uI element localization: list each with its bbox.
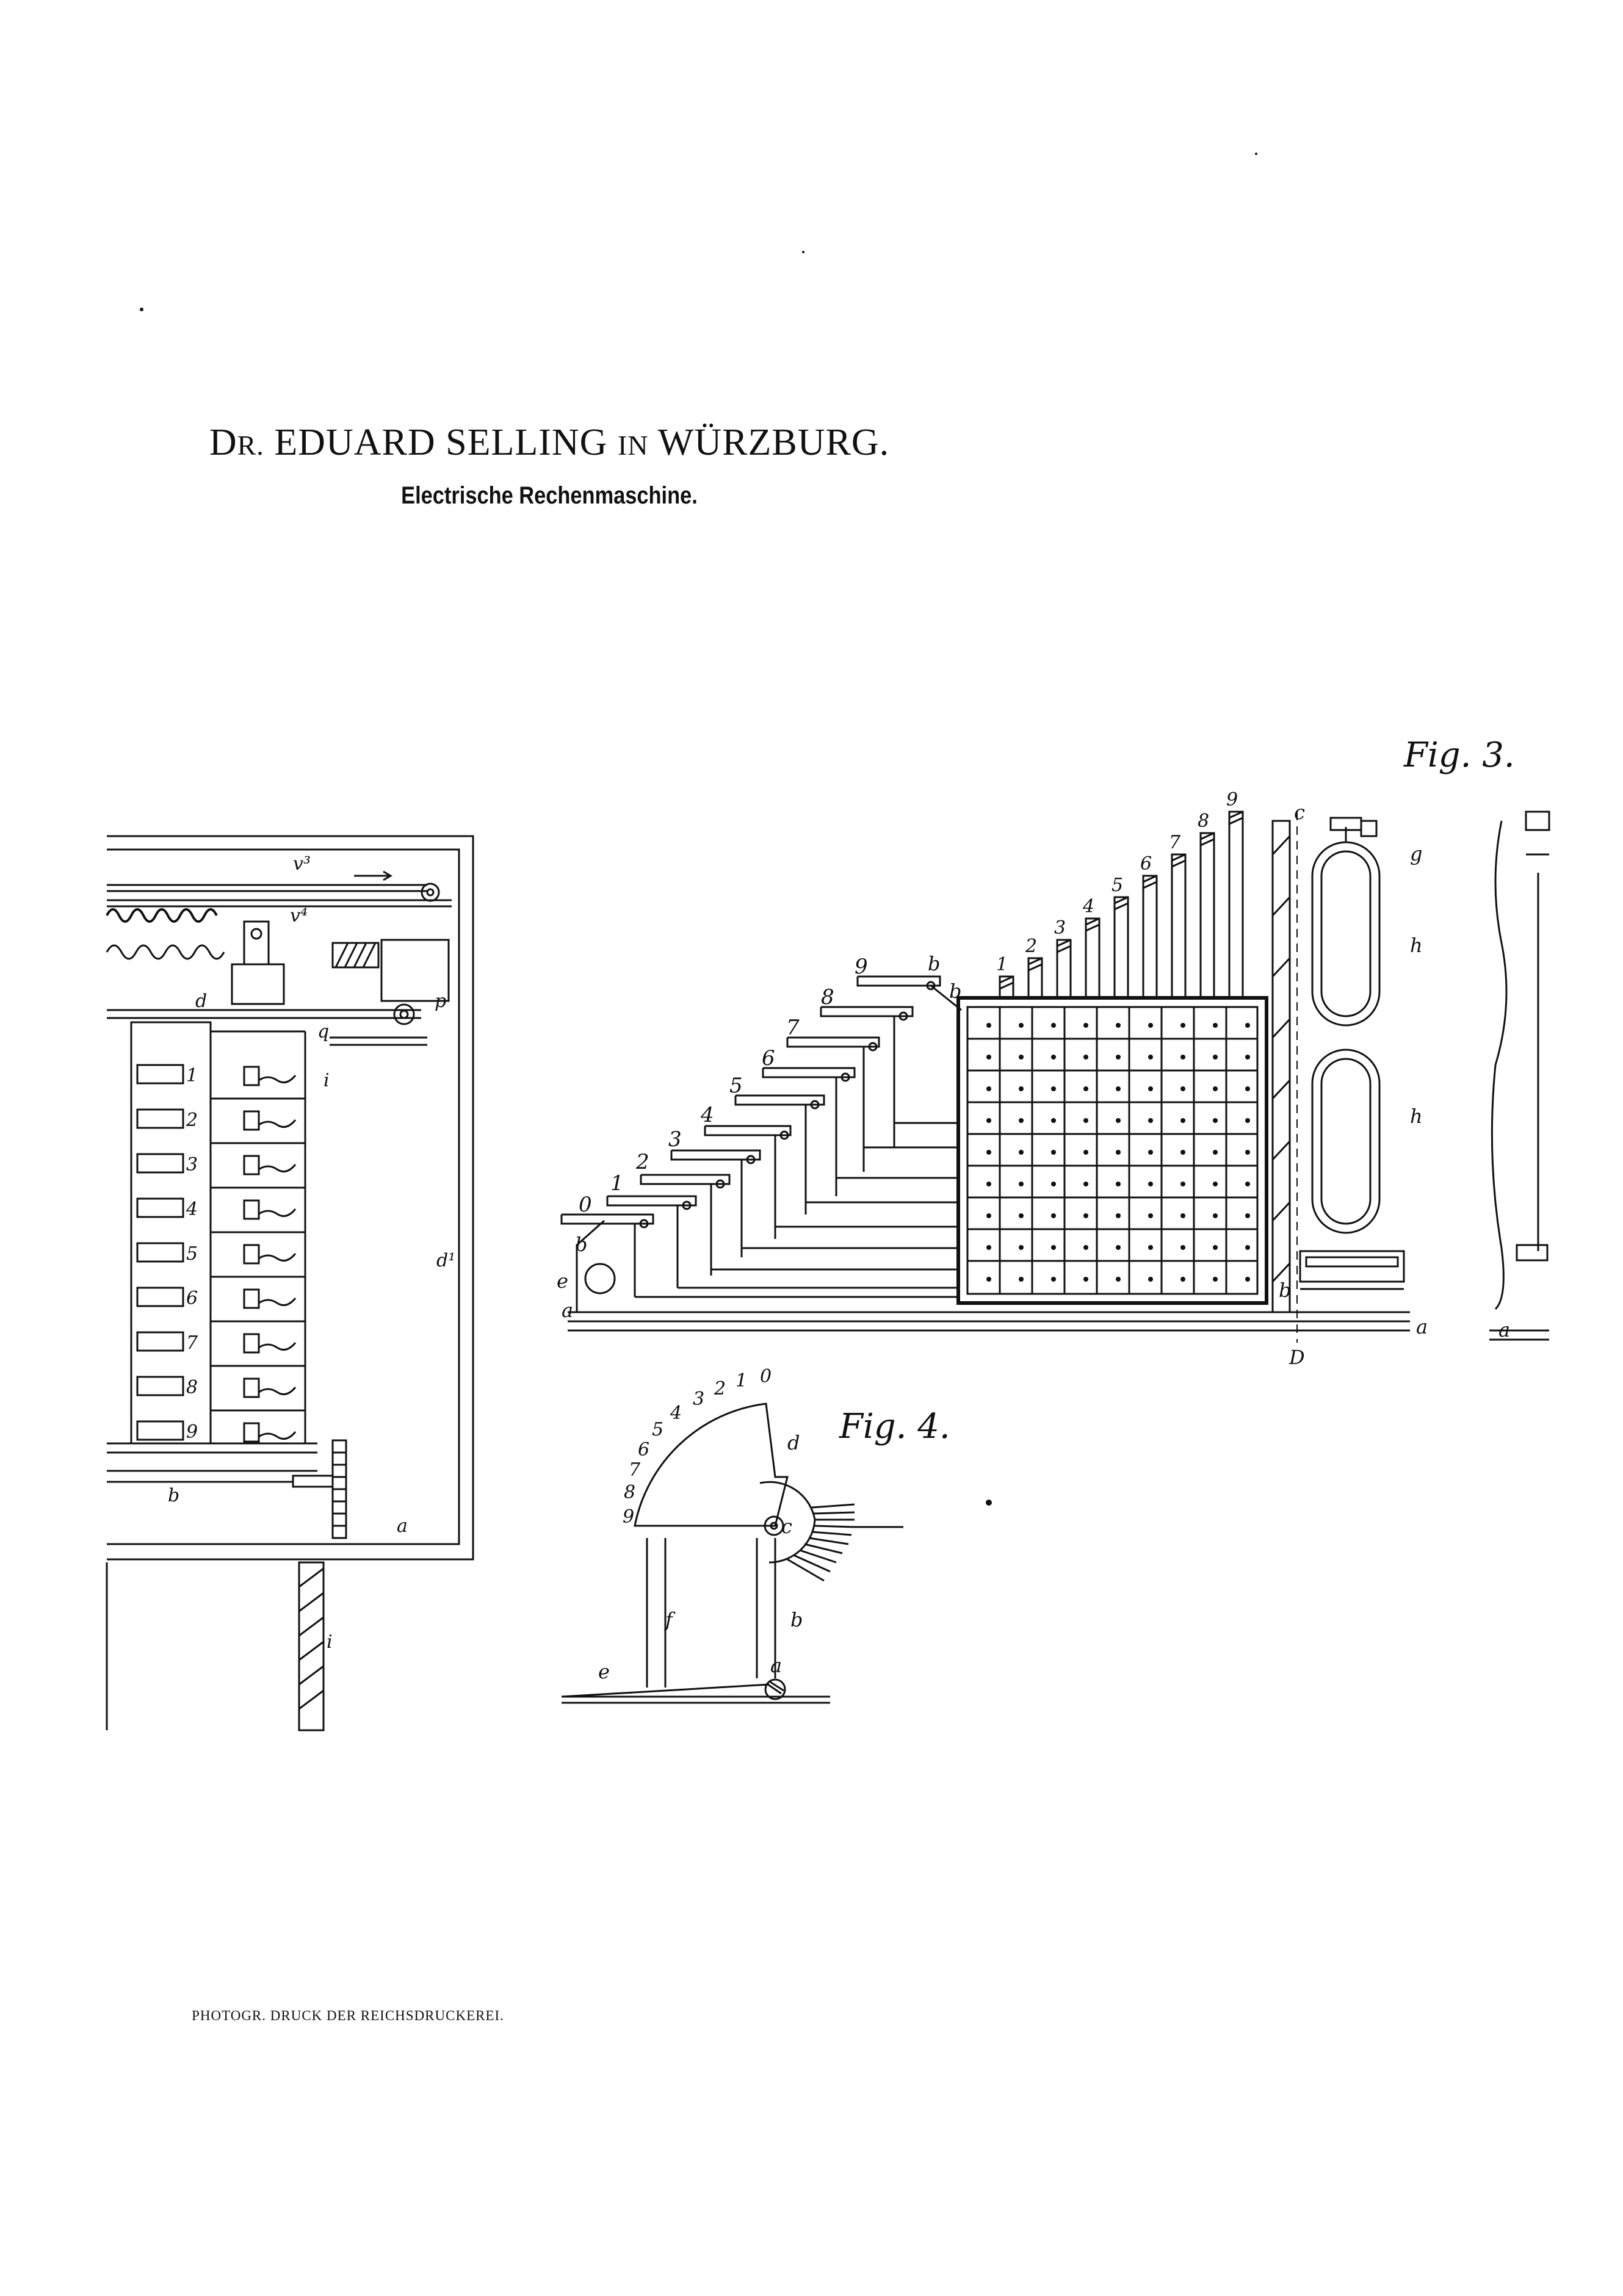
- fig3-letter: D: [1289, 1346, 1305, 1369]
- fig4-dial-number: 3: [693, 1388, 704, 1410]
- fig4-dial-number: 6: [638, 1439, 649, 1460]
- inventor-city: WÜRZBURG.: [657, 422, 890, 463]
- fig3-top-number: 8: [1198, 810, 1209, 832]
- fig4-letter: f: [664, 1608, 676, 1631]
- fig2-letter: b: [168, 1485, 179, 1506]
- fig4-dial-number: 9: [623, 1506, 634, 1528]
- fig3-grid-dots: [986, 1023, 1250, 1282]
- fig2-letters: v³ v⁴ d a b q d¹ p i i: [168, 853, 455, 1653]
- print-specks: [140, 153, 1257, 1506]
- fig2-letter: q: [317, 1021, 329, 1042]
- fig3-step-number: 7: [786, 1016, 800, 1040]
- fig2-key-number: 4: [186, 1199, 198, 1220]
- fig2-key-rows: [136, 1064, 305, 1443]
- fig2-key-number: 7: [186, 1332, 198, 1354]
- fig3-top-number: 6: [1140, 853, 1152, 875]
- fig3-letter: b: [1279, 1279, 1291, 1302]
- fig3-top-number: 5: [1112, 875, 1123, 896]
- fig3-step-number: 2: [635, 1150, 649, 1174]
- fig3-machine: [560, 810, 1550, 1343]
- fig3-letter: h: [1410, 1105, 1423, 1128]
- fig3-letter: g: [1410, 842, 1422, 865]
- fig3-step-number: 5: [729, 1074, 743, 1098]
- fig3-letter: e: [557, 1269, 568, 1293]
- fig2-letter: d: [195, 991, 207, 1012]
- fig2-key-number: 1: [186, 1065, 198, 1086]
- printer-credit: PHOTOGR. DRUCK DER REICHSDRUCKEREI.: [192, 2008, 504, 2023]
- fig2-key-numbers: 1 2 3 4 5 6 7 8 9: [186, 1065, 198, 1443]
- fig3-label: Fig. 3.: [1404, 735, 1515, 775]
- title-prefix: D: [209, 422, 237, 463]
- fig3-top-number: 3: [1054, 917, 1066, 939]
- fig3-step-number: 3: [668, 1127, 682, 1152]
- fig4-dial-numbers: 9 8 7 6 5 4 3 2 1 0: [623, 1366, 772, 1528]
- fig4-letter: d: [787, 1431, 800, 1454]
- fig3-step-number: 0: [579, 1193, 592, 1217]
- page-title: DR. EDUARD SELLING IN WÜRZBURG.: [0, 421, 1099, 464]
- fig3-top-numbers: 1 2 3 4 5 6 7 8 9: [996, 789, 1238, 975]
- fig2-letter: p: [435, 991, 446, 1012]
- fig3-step-number: 9: [855, 955, 868, 979]
- fig2-machine-frame: [106, 835, 474, 1731]
- fig3-staircase-numbers: 0 1 2 3 4 5 6 7 8 9: [579, 955, 868, 1217]
- fig4-letter: e: [598, 1660, 610, 1683]
- fig3-top-number: 2: [1025, 936, 1037, 957]
- fig3-top-number: 1: [996, 954, 1008, 975]
- fig2-letter: v³: [293, 853, 311, 875]
- fig3-letter: b: [575, 1233, 587, 1256]
- fig2-letter: a: [397, 1515, 408, 1537]
- fig2-key-number: 2: [186, 1110, 198, 1131]
- fig4-dial-number: 1: [736, 1370, 747, 1392]
- page-subtitle: Electrische Rechenmaschine.: [401, 482, 698, 509]
- title-in: IN: [617, 430, 649, 461]
- fig3-step-number: 8: [821, 985, 834, 1009]
- fig2-letter: v⁴: [290, 905, 308, 926]
- fig4-letter: b: [790, 1608, 803, 1631]
- fig3-letter: b: [949, 980, 961, 1003]
- fig2-letter: i: [327, 1631, 333, 1653]
- fig3-letter: b: [928, 952, 940, 975]
- fig4-dial-mechanism: [561, 1403, 903, 1704]
- fig2-key-number: 3: [186, 1154, 198, 1175]
- fig3-top-number: 9: [1226, 789, 1238, 810]
- fig2-key-number: 6: [186, 1288, 198, 1309]
- fig4-dial-number: 5: [652, 1419, 663, 1440]
- fig2-letter: d¹: [436, 1250, 455, 1271]
- fig3-top-number: 7: [1169, 832, 1181, 853]
- fig2-key-number: 5: [186, 1243, 198, 1265]
- fig4-dial-number: 8: [624, 1482, 635, 1503]
- fig3-step-number: 6: [762, 1046, 775, 1070]
- fig3-step-number: 1: [610, 1171, 624, 1196]
- fig3-letter: h: [1410, 934, 1423, 957]
- fig4-letter: c: [781, 1515, 792, 1538]
- fig3-letter: a: [562, 1299, 573, 1322]
- fig2-letter: i: [324, 1070, 330, 1091]
- fig3-top-number: 4: [1082, 896, 1094, 917]
- inventor-name: EDUARD SELLING: [274, 422, 608, 463]
- fig4-dial-number: 7: [629, 1459, 641, 1481]
- fig4-label: Fig. 4.: [839, 1407, 950, 1446]
- fig4-dial-number: 2: [714, 1378, 726, 1399]
- fig4-dial-number: 4: [670, 1403, 682, 1424]
- fig3-step-number: 4: [700, 1103, 714, 1127]
- title-prefix-small: R.: [237, 430, 264, 461]
- fig3-letters: a a a b b b b c D e g h h: [557, 801, 1510, 1369]
- fig2-key-number: 9: [186, 1421, 198, 1443]
- fig2-key-number: 8: [186, 1377, 198, 1398]
- fig4-letter: a: [770, 1654, 782, 1677]
- fig3-letter: c: [1294, 801, 1305, 824]
- fig3-letter: a: [1498, 1318, 1510, 1341]
- fig4-dial-number: 0: [760, 1366, 772, 1387]
- fig3-letter: a: [1416, 1315, 1428, 1338]
